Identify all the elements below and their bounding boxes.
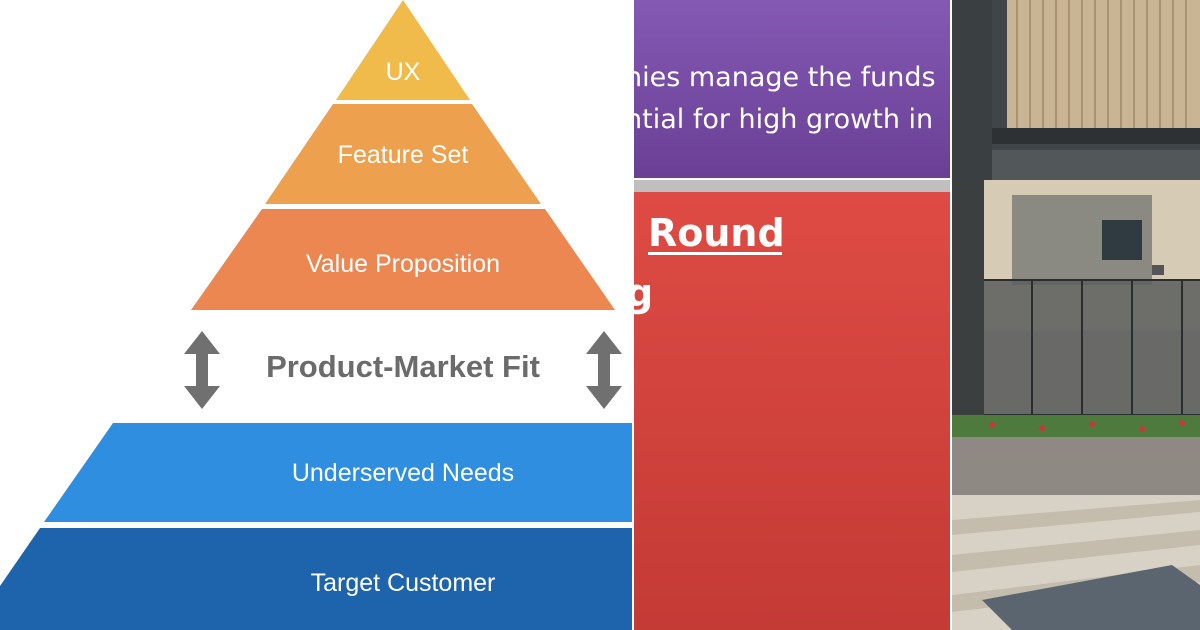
underserved-needs-label: Underserved Needs (292, 459, 514, 487)
slide-heading-underline (648, 252, 782, 255)
pyramid-level-feature-set (265, 104, 541, 204)
feature-set-label: Feature Set (338, 141, 469, 169)
slide-purple-box (634, 0, 950, 178)
slide-fragment: g (634, 271, 653, 315)
slide-panel: nies manage the funds ntial for high gro… (634, 0, 950, 630)
pyramid-level-value-proposition (191, 209, 615, 310)
pyramid-level-target-customer (0, 528, 632, 630)
slide-text-line-1: nies manage the funds (634, 62, 936, 93)
slide-heading: Round (648, 211, 785, 255)
slide-red-box (634, 192, 950, 630)
office-photo (952, 0, 1200, 630)
pyramid-diagram: UX Feature Set Value Proposition Underse… (0, 0, 632, 630)
office-interior-photo-icon (952, 0, 1200, 630)
slide-crop: nies manage the funds ntial for high gro… (634, 0, 950, 630)
product-market-fit-label: Product-Market Fit (266, 349, 540, 384)
slide-divider (634, 180, 950, 192)
pyramid-level-underserved-needs (44, 423, 632, 522)
pyramid-panel: UX Feature Set Value Proposition Underse… (0, 0, 632, 630)
double-arrow-left-icon (184, 331, 220, 409)
pyramid-level-ux (336, 0, 470, 100)
slide-text-line-2: ntial for high growth in (634, 104, 933, 135)
double-arrow-right-icon (586, 331, 622, 409)
target-customer-label: Target Customer (311, 569, 496, 597)
ux-label: UX (386, 58, 421, 86)
value-proposition-label: Value Proposition (306, 250, 500, 278)
